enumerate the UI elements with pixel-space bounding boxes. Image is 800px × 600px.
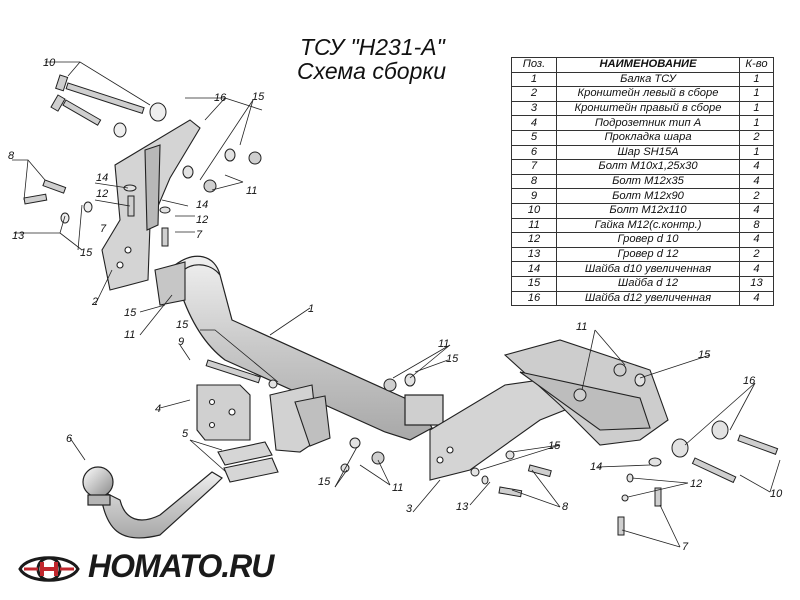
brand-emblem-icon [18, 556, 80, 582]
callout-14: 14 [96, 172, 108, 184]
title-assembly-scheme: Схема сборки [297, 58, 447, 84]
callout-10: 10 [43, 57, 56, 69]
callout-7: 7 [196, 229, 203, 241]
callout-15: 15 [124, 307, 137, 319]
callout-7: 7 [682, 541, 689, 553]
row-qty: 13 [739, 275, 774, 292]
title-model: ТСУ "H231-A" [300, 34, 445, 60]
row-name: Подрозетник тип А [556, 115, 740, 131]
row-pos: 13 [511, 246, 557, 263]
row-pos: 16 [511, 290, 557, 307]
row-name: Болт М12х90 [556, 188, 740, 204]
callout-4: 4 [155, 403, 161, 415]
leader-lines [12, 61, 781, 548]
tow-ball [82, 466, 223, 539]
callout-15: 15 [80, 247, 93, 259]
bolts-m12x35-left [23, 179, 93, 224]
callout-15: 15 [176, 319, 189, 331]
socket-plate [196, 384, 251, 441]
bolts-m12x110-left [50, 74, 167, 138]
callout-8: 8 [562, 501, 569, 513]
callout-5: 5 [182, 428, 189, 440]
row-name: Шар SH15A [556, 144, 740, 161]
callout-13: 13 [456, 501, 469, 513]
callout-12: 12 [196, 214, 208, 226]
callout-12: 12 [96, 188, 108, 200]
row-name: Шайба d10 увеличенная [556, 261, 740, 277]
callout-15: 15 [698, 349, 711, 361]
callout-12: 12 [690, 478, 702, 490]
row-qty: 2 [739, 129, 774, 146]
callout-1: 1 [308, 303, 314, 315]
parts-table-header: Поз. НАИМЕНОВАНИЕ К-во [511, 57, 774, 73]
callout-8: 8 [8, 150, 15, 162]
callout-10: 10 [770, 488, 783, 500]
callout-6: 6 [66, 433, 73, 445]
row-name: Кронштейн левый в сборе [556, 86, 740, 102]
callout-9: 9 [178, 336, 184, 348]
callout-labels: 10 16 15 8 14 12 13 15 7 2 11 14 12 7 15… [8, 57, 783, 553]
callout-11: 11 [392, 482, 403, 494]
callout-15: 15 [252, 91, 265, 103]
left-bracket [101, 119, 201, 306]
callout-11: 11 [246, 185, 257, 197]
callout-11: 11 [438, 338, 449, 350]
callout-15: 15 [446, 353, 459, 365]
callout-13: 13 [12, 230, 25, 242]
row-name: Шайба d12 увеличенная [556, 290, 740, 307]
callout-11: 11 [576, 321, 587, 333]
row-qty: 4 [739, 290, 774, 307]
callout-15: 15 [318, 476, 331, 488]
callout-2: 2 [91, 296, 98, 308]
callout-15: 15 [548, 440, 561, 452]
row-name: Гровер d 12 [556, 246, 740, 263]
callout-7: 7 [100, 223, 107, 235]
callout-11: 11 [124, 329, 135, 341]
row-name: Прокладка шара [556, 129, 740, 146]
header-pos: Поз. [511, 57, 557, 73]
ball-mount-plates [269, 384, 331, 453]
nuts-and-washers [123, 148, 729, 502]
row-name: Болт М12х110 [556, 202, 740, 219]
ball-spacers [217, 441, 279, 483]
callout-14: 14 [196, 199, 208, 211]
row-qty: 4 [739, 202, 774, 219]
brand-logo: HOMATO.RU [18, 548, 288, 590]
callout-16: 16 [214, 92, 227, 104]
brand-name: HOMATO.RU [88, 548, 274, 584]
callout-16: 16 [743, 375, 756, 387]
bolts-right [205, 359, 779, 536]
callout-14: 14 [590, 461, 602, 473]
tow-beam [174, 255, 444, 441]
callout-3: 3 [406, 503, 413, 515]
right-bracket [429, 339, 669, 481]
